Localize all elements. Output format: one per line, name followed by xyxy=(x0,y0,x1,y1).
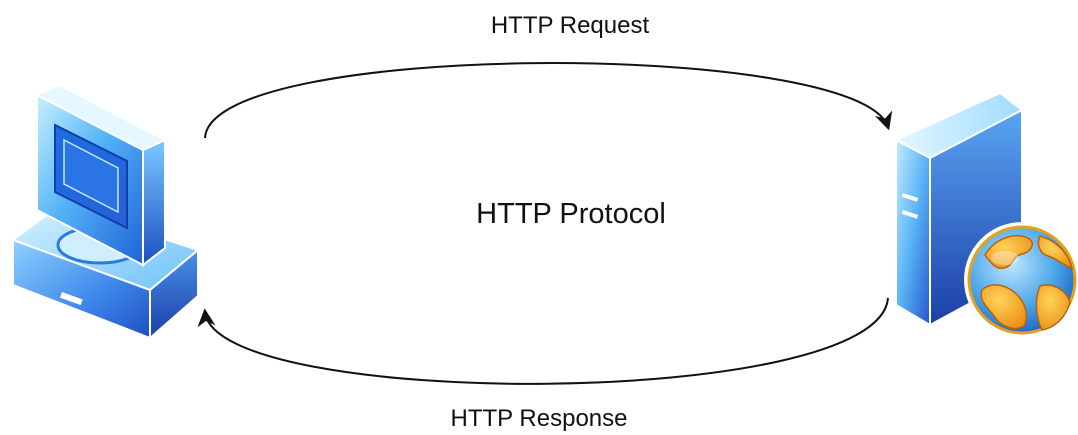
monitor-top xyxy=(34,83,168,152)
server-front xyxy=(895,138,931,327)
http-response-label: HTTP Response xyxy=(450,405,628,432)
monitor-screen-inner xyxy=(63,138,119,214)
monitor-side xyxy=(142,138,166,268)
web-server-globe-icon xyxy=(893,91,1078,338)
globe-icon xyxy=(964,222,1078,338)
response-arrow xyxy=(197,297,889,385)
server-slot-2 xyxy=(901,210,919,219)
http-protocol-label: HTTP Protocol xyxy=(476,198,666,230)
request-arrow xyxy=(204,62,893,139)
computer-base-side xyxy=(149,247,199,341)
http-request-label: HTTP Request xyxy=(490,12,650,39)
server-slot-1 xyxy=(901,193,919,202)
disk-slot xyxy=(59,292,83,306)
desktop-computer-icon xyxy=(10,83,201,341)
